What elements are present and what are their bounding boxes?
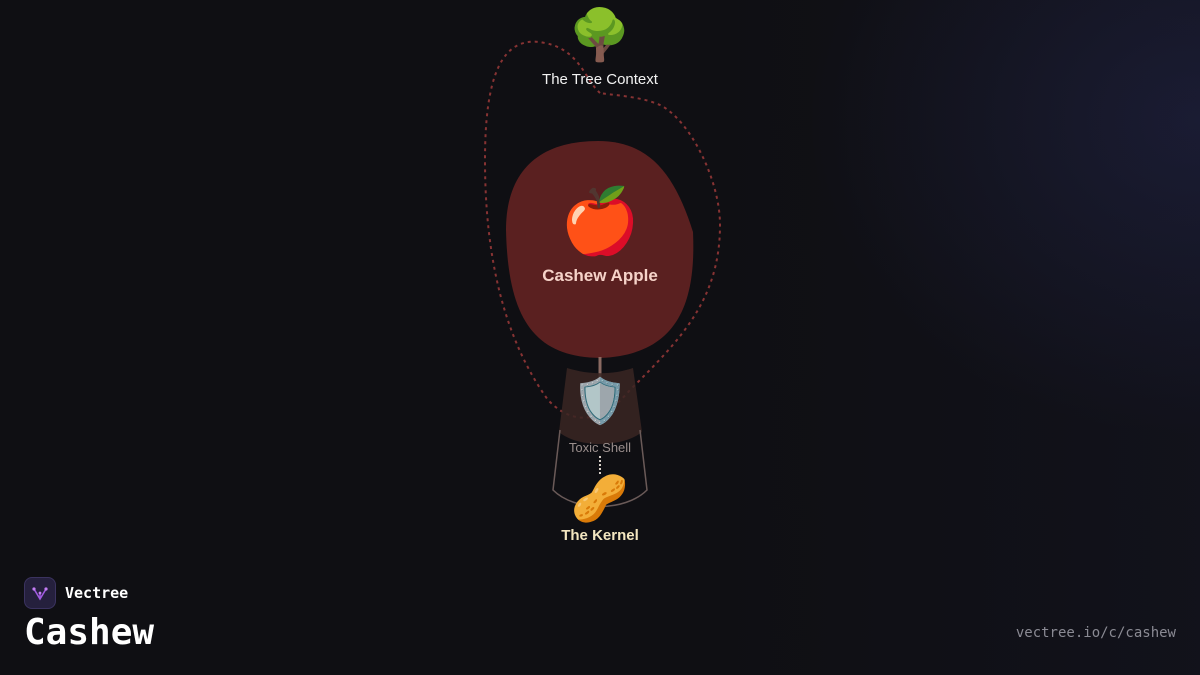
vectree-logo-icon [24, 577, 56, 609]
tree-context-label: The Tree Context [542, 71, 658, 88]
cashew-apple-label: Cashew Apple [542, 266, 658, 285]
shell-shape [559, 368, 642, 444]
kernel-outline [552, 429, 648, 508]
brand-name: Vectree [65, 584, 129, 602]
kernel-label: The Kernel [561, 527, 639, 544]
apple-blob [506, 141, 694, 358]
tree-icon: 🌳 [568, 6, 632, 64]
page-title: Cashew [24, 612, 155, 653]
brand[interactable]: Vectree [24, 577, 128, 609]
peanut-icon: 🥜 [571, 471, 629, 525]
shield-icon: 🛡️ [572, 376, 628, 427]
toxic-shell-label: Toxic Shell [568, 440, 632, 455]
apple-icon: 🍎 [560, 185, 640, 259]
page-url[interactable]: vectree.io/c/cashew [1015, 625, 1176, 641]
